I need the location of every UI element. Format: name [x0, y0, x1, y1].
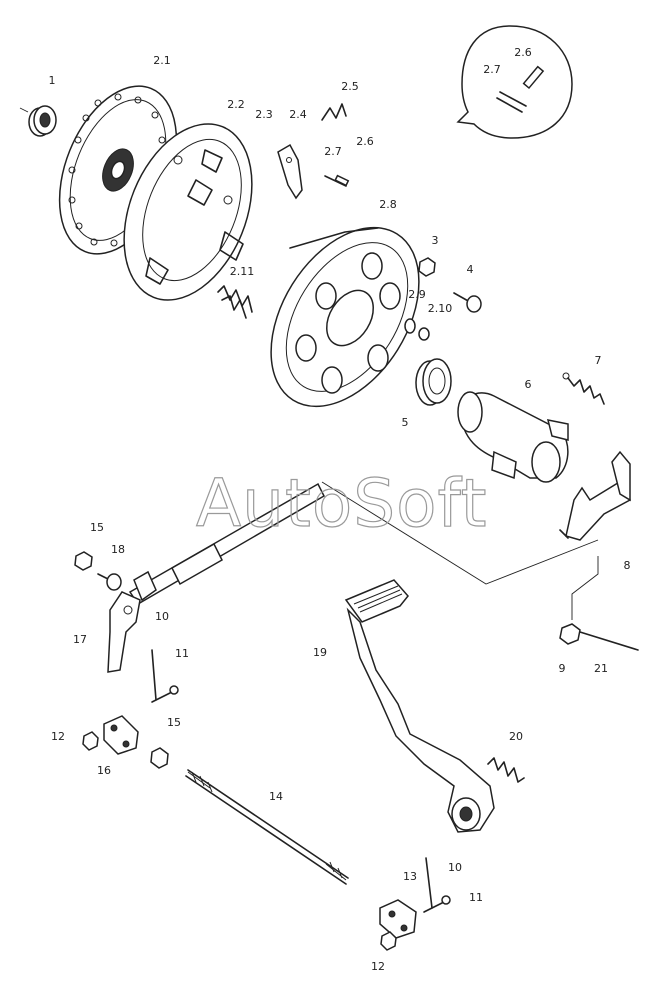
callout-c-2-7b: 2.7	[483, 63, 501, 76]
part-9-nut	[559, 623, 581, 645]
part-2-10-nut	[418, 327, 430, 341]
callout-c-2-3: 2.3	[255, 108, 273, 121]
part-10-pin-upper	[151, 649, 157, 701]
part-1-pilot-bearing	[19, 105, 57, 137]
part-18-bolt	[97, 573, 122, 591]
callout-c-2-10: 2.10	[428, 302, 453, 315]
part-6-release-sleeve	[457, 391, 569, 483]
callout-c-2-4: 2.4	[289, 108, 307, 121]
callout-c-2-1: 2.1	[153, 54, 171, 67]
part-2-4-release-lever	[277, 143, 303, 200]
part-13-clevis-lower	[379, 899, 417, 939]
callout-c-4: 4	[467, 263, 474, 276]
callout-c-7: 7	[595, 354, 602, 367]
callout-c-2-8: 2.8	[379, 198, 397, 211]
callout-c-12b: 12	[371, 960, 385, 973]
callout-c-20: 20	[509, 730, 523, 743]
callout-c-11a: 11	[175, 647, 189, 660]
callout-c-2-5: 2.5	[341, 80, 359, 93]
callout-c-18: 18	[111, 543, 125, 556]
callout-c-2-9: 2.9	[408, 288, 426, 301]
callout-c-8: 8	[624, 559, 631, 572]
part-12-nut-lower	[380, 931, 397, 951]
callout-c-13: 13	[403, 870, 417, 883]
callout-labels: 1 2.1 2.2 2.3 2.4 2.5 2.6 2.7 2.6 2.7 2.8 2.11 3 4 2.9…	[49, 46, 631, 973]
part-2-11-pressure-spring	[217, 285, 253, 319]
release-shaft	[128, 482, 325, 606]
callout-c-1: 1	[49, 74, 56, 87]
part-19-clutch-pedal	[344, 579, 495, 833]
part-11-split-pin-upper	[151, 685, 179, 703]
part-11-split-pin-lower	[423, 895, 451, 913]
callout-c-10a: 10	[155, 610, 169, 623]
callout-c-2-6a: 2.6	[356, 135, 374, 148]
part-2-6-pin-and-2-7-split-pin	[324, 174, 350, 187]
assembly-leader-lines	[321, 481, 599, 620]
part-21-rod	[579, 631, 639, 651]
callout-c-16: 16	[97, 764, 111, 777]
part-15-nut-lower	[150, 747, 169, 769]
autosoft-watermark: AutoSoft	[196, 465, 487, 542]
part-2-8-clutch-cover	[270, 226, 420, 408]
part-2-2-pressure-plate-cover	[123, 123, 253, 301]
callout-c-2-6b: 2.6	[514, 46, 532, 59]
callout-c-17: 17	[73, 633, 87, 646]
part-7-return-spring	[562, 372, 605, 405]
callout-c-19: 19	[313, 646, 327, 659]
callout-c-2-7a: 2.7	[324, 145, 342, 158]
part-16-clevis	[103, 715, 139, 755]
detail-inset-bubble	[456, 25, 573, 139]
callout-c-12a: 12	[51, 730, 65, 743]
callout-c-2-2: 2.2	[227, 98, 245, 111]
callout-c-3: 3	[432, 234, 439, 247]
part-2-5-spring-clip	[321, 103, 347, 121]
part-3-nut	[418, 257, 436, 277]
part-2-9-washer	[404, 318, 416, 334]
callout-c-21: 21	[594, 662, 608, 675]
callout-c-5: 5	[402, 416, 409, 429]
part-14-threaded-rod	[185, 769, 349, 885]
part-10-pin-lower	[425, 857, 433, 909]
part-8-release-fork	[559, 450, 631, 541]
part-5-release-bearing	[415, 358, 452, 406]
part-17-lever	[107, 591, 141, 673]
part-20-pedal-spring	[487, 757, 525, 783]
callout-c-9: 9	[559, 662, 566, 675]
part-4-bolt	[453, 292, 482, 313]
part-15-nut-upper	[74, 551, 93, 571]
callout-c-14: 14	[269, 790, 283, 803]
callout-c-10b: 10	[448, 861, 462, 874]
callout-c-2-11: 2.11	[230, 265, 255, 278]
callout-c-6: 6	[525, 378, 532, 391]
callout-c-15b: 15	[167, 716, 181, 729]
part-12-nut-upper	[82, 731, 99, 751]
callout-c-15a: 15	[90, 521, 104, 534]
callout-c-11b: 11	[469, 891, 483, 904]
